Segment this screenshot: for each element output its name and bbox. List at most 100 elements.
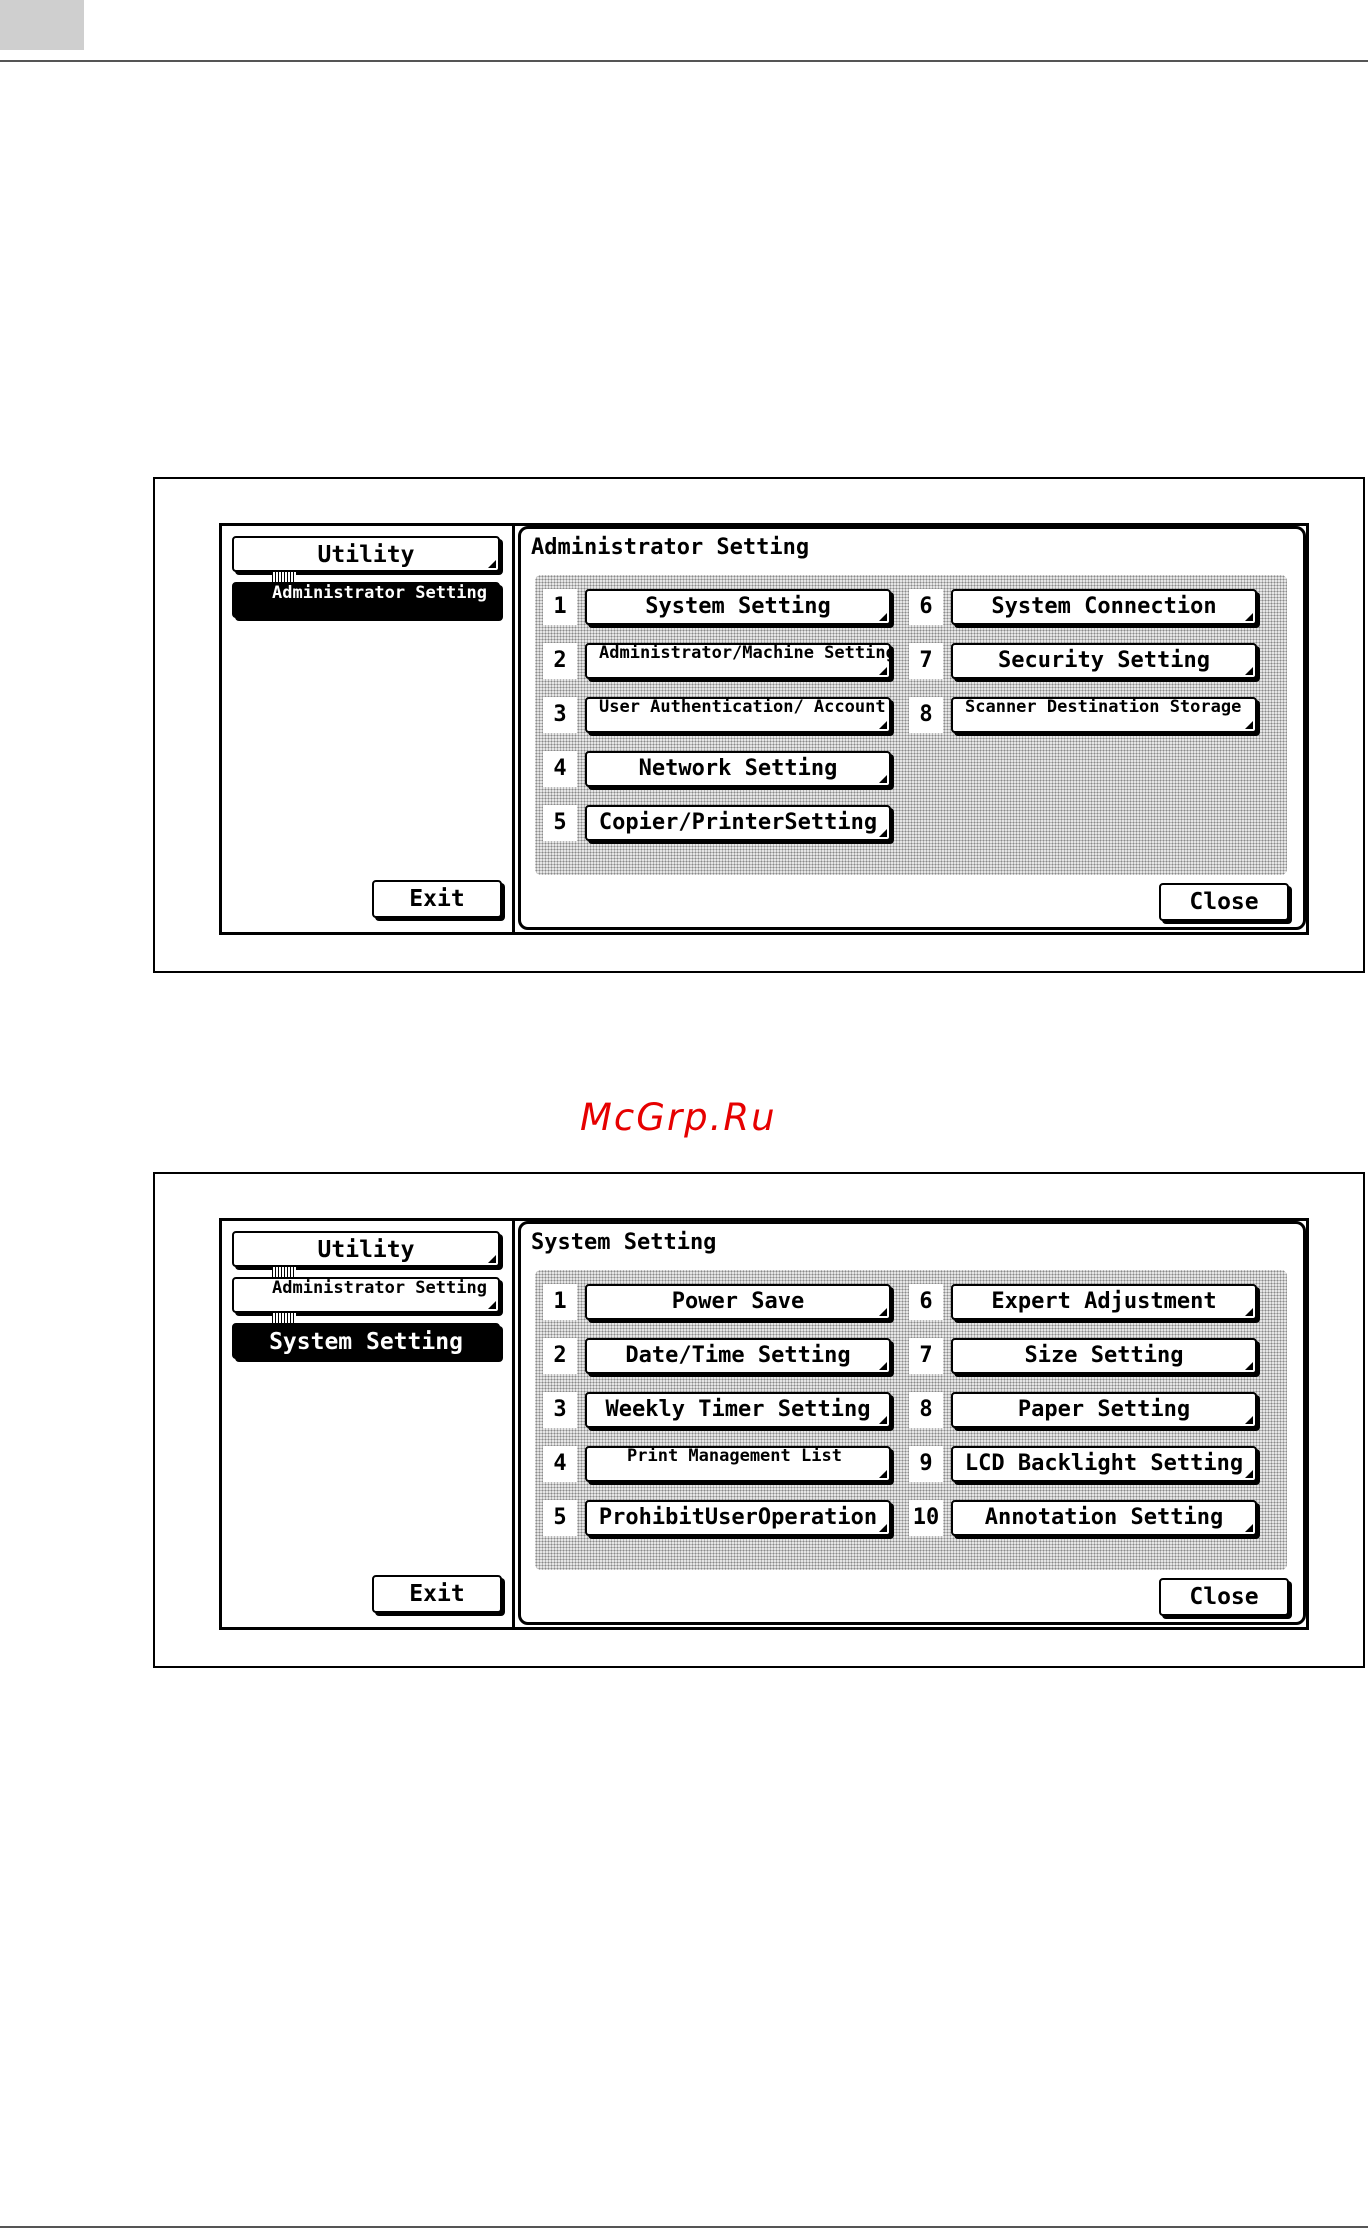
option-grid: 1 Power Save 2 Date/Time Setting 3 Weekl… [535,1270,1287,1570]
option-label: Weekly Timer Setting [605,1397,871,1422]
exit-button[interactable]: Exit [372,1575,502,1613]
corner-icon [1245,1362,1253,1370]
option-label: Security Setting [998,648,1210,673]
exit-label: Exit [409,1581,465,1607]
touch-panel-screen: Utility Administrator Setting Exit Admin… [219,523,1309,935]
option-button[interactable]: Expert Adjustment [951,1284,1257,1320]
option-button[interactable]: Power Save [585,1284,891,1320]
nav-utility-button[interactable]: Utility [232,536,500,572]
exit-button[interactable]: Exit [372,880,502,918]
nav-administrator-setting-label: Administrator Setting [272,1278,487,1298]
nav-administrator-setting-label: Administrator Setting [272,583,487,603]
option-button[interactable]: ProhibitUserOperation [585,1500,891,1536]
option-label: User Authentication/ Account Track [599,697,889,717]
option-label: Print Management List [627,1446,842,1466]
nav-connector [272,572,296,582]
option-number: 10 [909,1500,943,1536]
corner-icon [1245,1416,1253,1424]
option-label: Copier/PrinterSetting [598,810,878,835]
corner-icon [879,613,887,621]
corner-icon [1245,1470,1253,1478]
option-label: ProhibitUserOperation [598,1505,878,1530]
header-rule [0,60,1368,62]
corner-icon [1245,613,1253,621]
corner-icon [488,1301,496,1309]
settings-panel: System Setting 1 Power Save 2 Date/Time … [518,1221,1306,1625]
option-label: System Setting [645,594,831,619]
corner-icon [488,1255,496,1263]
option-button[interactable]: Security Setting [951,643,1257,679]
option-number: 6 [909,589,943,625]
nav-connector [272,1313,296,1323]
option-number: 5 [543,805,577,841]
option-label: Scanner Destination Storage [965,697,1242,717]
option-button[interactable]: Scanner Destination Storage [951,697,1257,733]
figure-administrator-setting: Utility Administrator Setting Exit Admin… [153,477,1365,973]
option-number: 1 [543,1284,577,1320]
option-number: 3 [543,1392,577,1428]
corner-icon [879,721,887,729]
option-grid: 1 System Setting 2 Administrator/Machine… [535,575,1287,875]
figure-system-setting: Utility Administrator Setting System Set… [153,1172,1365,1668]
option-number: 8 [909,697,943,733]
option-button[interactable]: Copier/PrinterSetting [585,805,891,841]
option-button[interactable]: Paper Setting [951,1392,1257,1428]
close-button[interactable]: Close [1159,1578,1289,1616]
option-number: 6 [909,1284,943,1320]
option-label: Power Save [671,1289,805,1314]
footer-rule [0,2226,1368,2228]
option-number: 2 [543,1338,577,1374]
option-button[interactable]: LCD Backlight Setting [951,1446,1257,1482]
corner-icon [1245,721,1253,729]
option-number: 2 [543,643,577,679]
option-number: 9 [909,1446,943,1482]
option-button[interactable]: Network Setting [585,751,891,787]
option-number: 8 [909,1392,943,1428]
corner-icon [1245,1524,1253,1532]
close-label: Close [1189,1584,1259,1610]
corner-icon [1245,667,1253,675]
corner-icon [879,1416,887,1424]
touch-panel-screen: Utility Administrator Setting System Set… [219,1218,1309,1630]
option-number: 3 [543,697,577,733]
corner-icon [879,829,887,837]
nav-panel: Utility Administrator Setting Exit [222,526,515,932]
option-button[interactable]: Weekly Timer Setting [585,1392,891,1428]
option-button[interactable]: Print Management List [585,1446,891,1482]
option-label: Paper Setting [1017,1397,1191,1422]
corner-icon [879,775,887,783]
option-label: Annotation Setting [984,1505,1224,1530]
panel-title: System Setting [531,1230,717,1255]
option-label: LCD Backlight Setting [964,1451,1244,1476]
nav-system-setting-button[interactable]: System Setting [232,1323,500,1359]
exit-label: Exit [409,886,465,912]
option-button[interactable]: Administrator/Machine Setting [585,643,891,679]
option-number: 1 [543,589,577,625]
option-label: Administrator/Machine Setting [599,643,891,663]
option-button[interactable]: System Setting [585,589,891,625]
option-number: 4 [543,1446,577,1482]
option-label: Network Setting [638,756,838,781]
option-label: Size Setting [1024,1343,1184,1368]
nav-utility-label: Utility [317,1237,415,1263]
option-number: 7 [909,643,943,679]
option-button[interactable]: Annotation Setting [951,1500,1257,1536]
nav-administrator-setting-button[interactable]: Administrator Setting [232,582,500,618]
corner-icon [879,1470,887,1478]
corner-icon [879,1524,887,1532]
option-button[interactable]: User Authentication/ Account Track [585,697,891,733]
nav-utility-label: Utility [317,542,415,568]
close-button[interactable]: Close [1159,883,1289,921]
option-label: System Connection [991,594,1217,619]
corner-icon [879,1308,887,1316]
option-button[interactable]: Date/Time Setting [585,1338,891,1374]
option-label: Date/Time Setting [625,1343,851,1368]
panel-title: Administrator Setting [531,535,810,560]
option-button[interactable]: System Connection [951,589,1257,625]
nav-panel: Utility Administrator Setting System Set… [222,1221,515,1627]
nav-utility-button[interactable]: Utility [232,1231,500,1267]
option-button[interactable]: Size Setting [951,1338,1257,1374]
corner-icon [488,560,496,568]
corner-icon [1245,1308,1253,1316]
nav-administrator-setting-button[interactable]: Administrator Setting [232,1277,500,1313]
